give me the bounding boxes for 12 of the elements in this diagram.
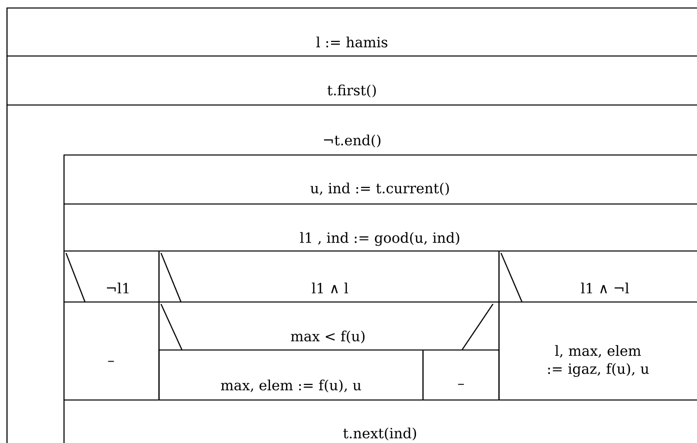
statement-box: – <box>422 349 500 401</box>
branch-condition-box: l1 ∧ ¬l <box>498 250 697 303</box>
statement-box: l := hamis <box>6 7 697 57</box>
statement-box: – <box>63 301 160 401</box>
branch-condition-box: l1 ∧ l <box>158 250 500 303</box>
statement-box: u, ind := t.current() <box>63 154 697 205</box>
statement-box: max, elem := f(u), u <box>158 349 424 401</box>
statement-box: t.next(ind) <box>63 399 697 443</box>
statement-box: l1 , ind := good(u, ind) <box>63 203 697 252</box>
statement-box: l, max, elem := igaz, f(u), u <box>498 301 697 401</box>
branch-condition-box: ¬l1 <box>63 250 160 303</box>
statement-box: t.first() <box>6 55 697 106</box>
